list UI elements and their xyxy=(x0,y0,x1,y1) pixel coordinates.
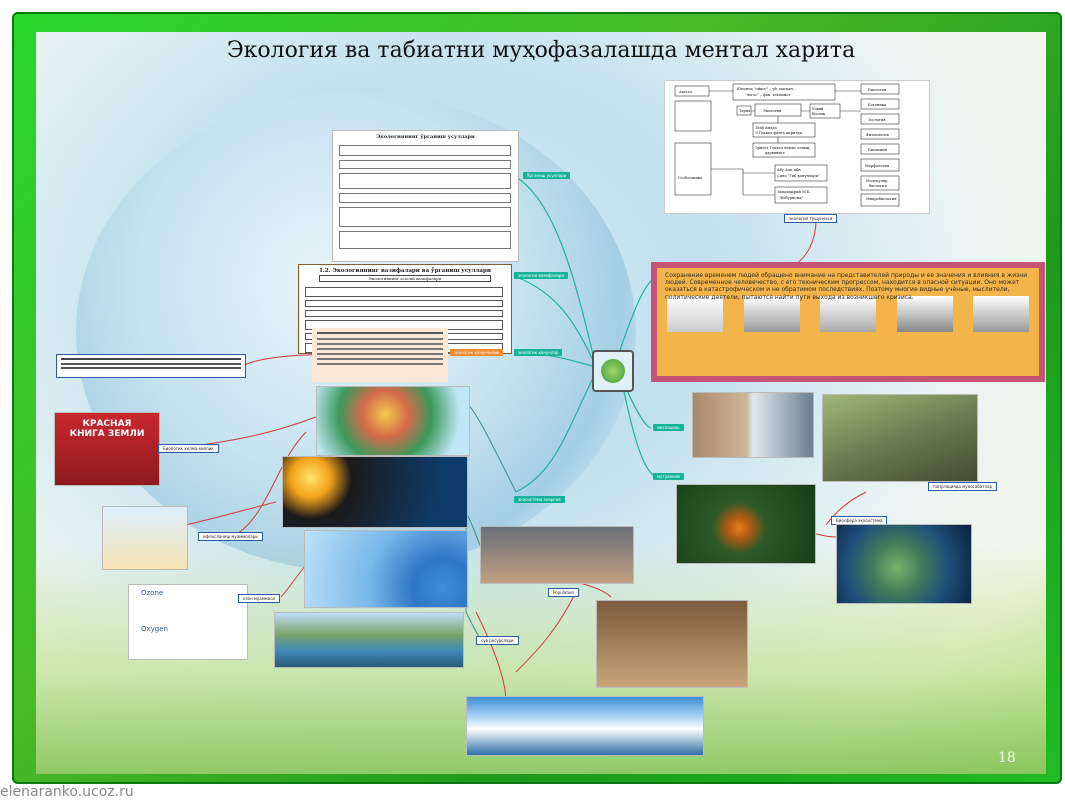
svg-text:"Бобурнома": "Бобурнома" xyxy=(779,196,804,200)
svg-text:Микробиология: Микробиология xyxy=(866,197,897,201)
law-label-2[interactable]: экологик қонунлар xyxy=(514,349,563,356)
clownfish-image xyxy=(676,484,816,564)
desert-penguin-image xyxy=(692,392,814,458)
tasks-label[interactable]: экология вазифалари xyxy=(514,272,568,279)
crowd-image xyxy=(480,526,634,584)
water-landscape-image xyxy=(274,612,464,668)
svg-text:Физиология: Физиология xyxy=(866,133,890,137)
methods-card-title: Экологиянинг ўрганиш усуллари xyxy=(376,134,475,140)
redbook-caption[interactable]: Биологик хилма-хиллик xyxy=(158,444,219,453)
iceberg-image xyxy=(466,696,704,756)
pollution-cycle-image xyxy=(102,506,188,570)
svg-text:Замахшарий М.Б.: Замахшарий М.Б. xyxy=(777,190,811,194)
svg-text:биология: биология xyxy=(869,184,887,188)
pollution-caption[interactable]: ифлосланиш муаммолари xyxy=(198,532,263,541)
left-note xyxy=(56,354,246,378)
portrait-3 xyxy=(820,296,876,332)
porcupine-image xyxy=(822,394,978,482)
energy-label[interactable]: экосистема энергия xyxy=(514,496,565,503)
svg-text:Тарих: Тарих xyxy=(739,109,750,113)
svg-text:боғлиқ: боғлиқ xyxy=(812,112,826,116)
svg-text:Эрнест Геккел немис олими,: Эрнест Геккел немис олими, xyxy=(755,146,810,150)
svg-text:Зоология: Зоология xyxy=(868,118,886,122)
svg-text:"логос" – фан, таълимот: "логос" – фан, таълимот xyxy=(745,93,791,97)
tasks-card-title: 1.2. Экологиянинг вазифалари ва ўрганиш … xyxy=(319,268,491,274)
ozone-caption[interactable]: озон муаммоси xyxy=(238,594,281,603)
adaptation-label[interactable]: мослашиш xyxy=(653,424,684,431)
portrait-5 xyxy=(973,296,1029,332)
diagram-caption[interactable]: экология тушунчаси xyxy=(784,214,838,223)
portrait-1 xyxy=(667,296,723,332)
ozone-molecules-image: Ozone Oxygen xyxy=(128,584,248,660)
svg-text:Ботаника: Ботаника xyxy=(868,103,887,107)
svg-text:дарвинист: дарвинист xyxy=(765,151,785,155)
ozone-label: Ozone xyxy=(141,589,164,597)
portrait-row xyxy=(667,296,1029,332)
svg-text:Э.Геккел фанга киритди: Э.Геккел фанга киритди xyxy=(755,131,802,135)
svg-text:Биохимия: Биохимия xyxy=(868,148,888,152)
red-book-title: КРАСНАЯ КНИГА ЗЕМЛИ xyxy=(69,419,145,439)
sun-earth-image xyxy=(282,456,468,528)
tasks-card-sub: Экологиянинг асосий вазифалари xyxy=(319,275,491,282)
interaction-label[interactable]: мутуализм xyxy=(653,473,684,480)
svg-text:Биология: Биология xyxy=(868,88,887,92)
portrait-2 xyxy=(743,296,800,332)
red-book-image: КРАСНАЯ КНИГА ЗЕМЛИ xyxy=(54,412,160,486)
svg-text:Абу Али ибн: Абу Али ибн xyxy=(777,168,801,172)
svg-text:1866 йилда: 1866 йилда xyxy=(755,126,778,130)
svg-text:Морфология: Морфология xyxy=(865,164,890,168)
page-number: 18 xyxy=(998,750,1016,766)
concept-diagram: Авесто Юнонча "ойкос" – уй, маскан, "лог… xyxy=(664,80,930,214)
law-note-card xyxy=(312,328,448,382)
portrait-4 xyxy=(896,296,953,332)
svg-text:Авесто: Авесто xyxy=(679,90,692,94)
oxygen-label: Oxygen xyxy=(141,625,168,633)
svg-text:Геоботаника: Геоботаника xyxy=(678,176,703,180)
center-node-icon[interactable] xyxy=(592,350,634,392)
svg-text:Юнонча "ойкос" – уй, маскан,: Юнонча "ойкос" – уй, маскан, xyxy=(737,87,794,91)
watermark: elenaranko.ucoz.ru xyxy=(0,784,134,800)
quote-panel: Сохранение временем людей обращено внима… xyxy=(651,262,1045,382)
crowd-caption[interactable]: Population xyxy=(548,588,580,597)
porcupine-caption[interactable]: популяцияда муносабатлар xyxy=(928,482,998,491)
quote-text: Сохранение временем людей обращено внима… xyxy=(665,272,1028,301)
law-label[interactable]: экологик қонунчилик xyxy=(450,349,504,356)
hands-animals-image xyxy=(316,386,470,456)
water-caption[interactable]: сув ресурслари xyxy=(476,636,519,645)
slide-title: Экология ва табиатни муҳофазалашда мента… xyxy=(226,38,856,63)
earth-oxygen-image xyxy=(304,530,468,608)
svg-text:Экология: Экология xyxy=(763,109,782,113)
svg-text:Сино "Тиб қонунлари": Сино "Тиб қонунлари" xyxy=(777,174,820,178)
svg-text:Узвий: Узвий xyxy=(812,107,824,111)
hunger-image xyxy=(596,600,748,688)
svg-text:Молекуляр: Молекуляр xyxy=(866,179,888,183)
slide: Экология ва табиатни муҳофазалашда мента… xyxy=(36,32,1046,774)
methods-card: Экологиянинг ўрганиш усуллари xyxy=(332,130,519,262)
small-planet-image xyxy=(836,524,972,604)
methods-label[interactable]: Ўрганиш усуллари xyxy=(523,172,571,179)
